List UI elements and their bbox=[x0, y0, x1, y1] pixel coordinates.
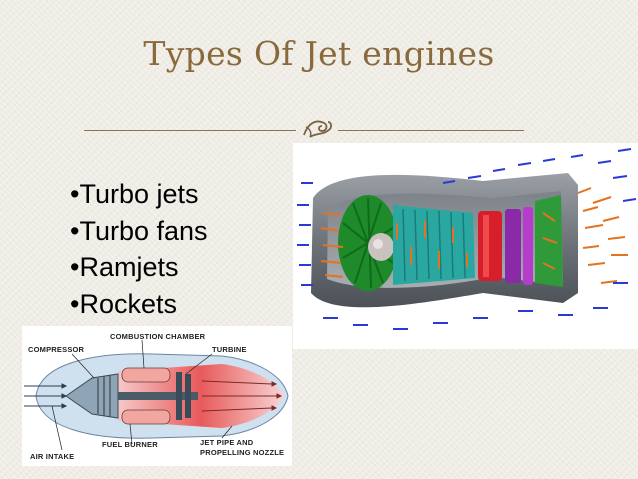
label-turbine: TURBINE bbox=[212, 345, 247, 354]
list-item: •Rockets bbox=[70, 288, 177, 319]
scroll-ornament-icon bbox=[303, 120, 332, 138]
label-jet-pipe-line1: JET PIPE AND bbox=[200, 438, 254, 447]
engine-types-list: •Turbo jets •Turbo fans •Ramjets •Rocket… bbox=[70, 176, 208, 322]
title-divider-left bbox=[84, 130, 296, 131]
turbojet-schematic bbox=[24, 339, 289, 451]
label-fuel-burner: FUEL BURNER bbox=[102, 440, 158, 449]
slide-title: Types Of Jet engines bbox=[143, 34, 495, 73]
list-item: •Turbo jets bbox=[70, 179, 199, 209]
list-item: •Turbo fans bbox=[70, 215, 208, 246]
engine-3d-illustration bbox=[293, 143, 638, 349]
list-item: •Ramjets bbox=[70, 252, 179, 282]
title-divider-right bbox=[338, 130, 524, 131]
label-combustion-chamber: COMBUSTION CHAMBER bbox=[110, 332, 206, 341]
label-jet-pipe-line2: PROPELLING NOZZLE bbox=[200, 448, 285, 457]
label-compressor: COMPRESSOR bbox=[28, 345, 85, 354]
label-air-intake: AIR INTAKE bbox=[30, 452, 75, 461]
turbojet-diagram: COMBUSTION CHAMBER COMPRESSOR TURBINE FU… bbox=[22, 326, 292, 466]
